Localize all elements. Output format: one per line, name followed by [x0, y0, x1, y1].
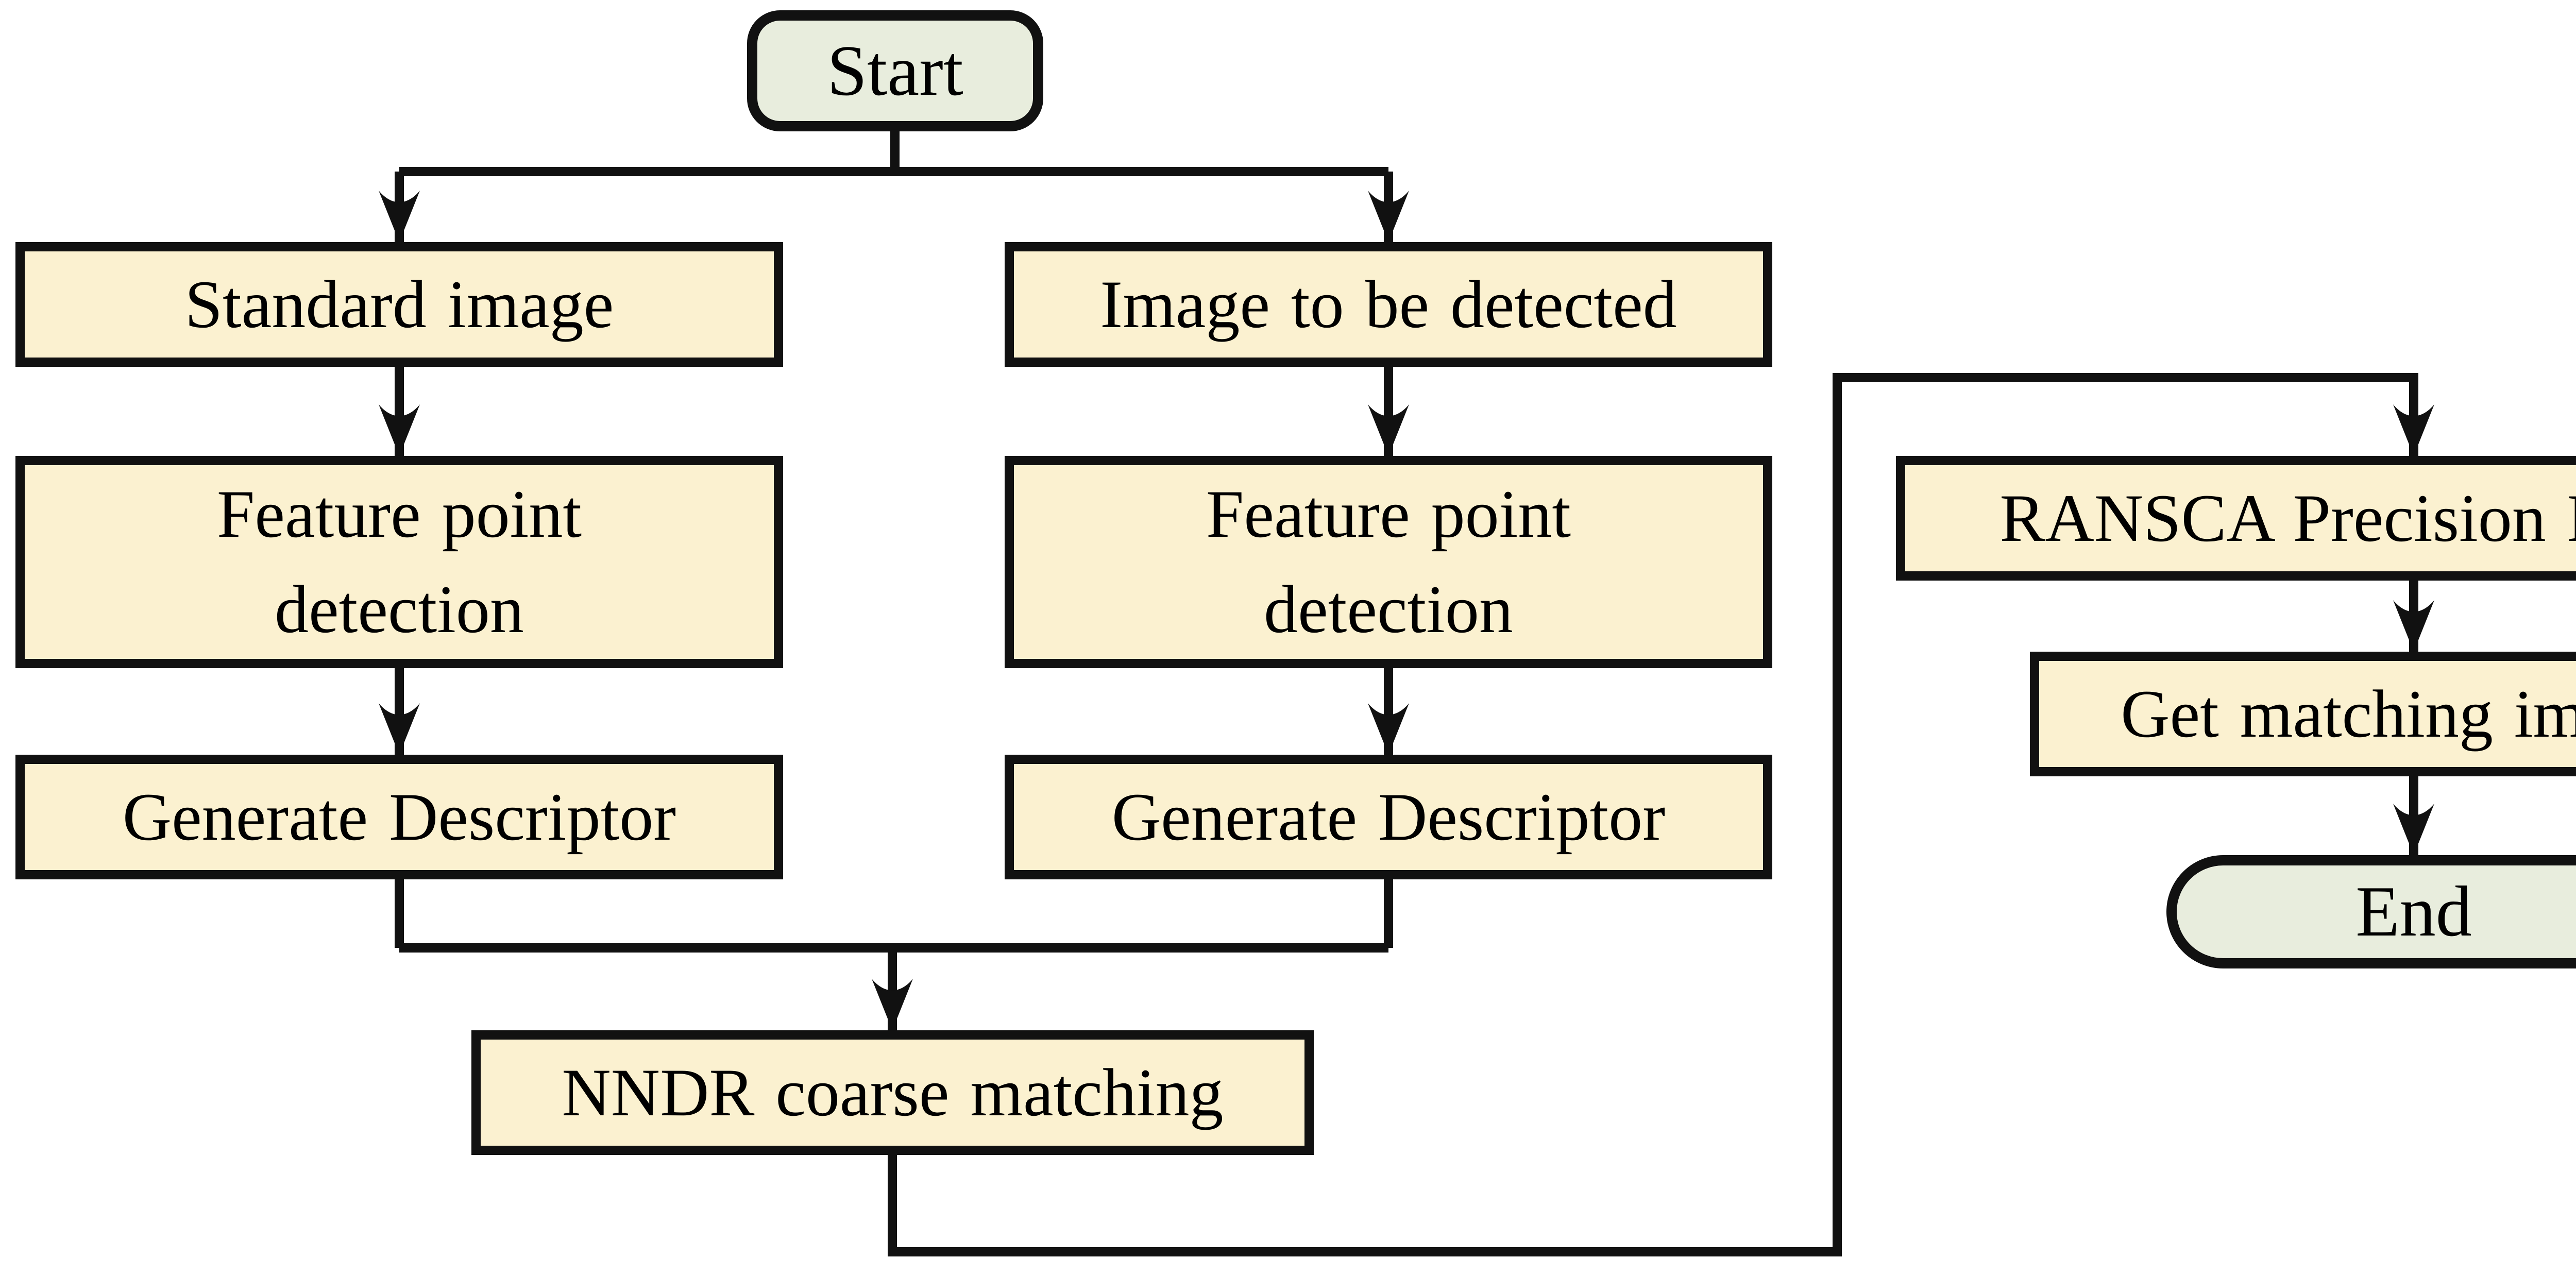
node-image-to-be-detected-label: Image to be detected [1100, 266, 1677, 342]
node-ransca-precision-matching-label: RANSCA Precision Matching [1999, 480, 2576, 556]
node-end: End [2166, 855, 2576, 968]
node-generate-descriptor-right: Generate Descriptor [1005, 755, 1772, 879]
node-feature-point-detection-right-label: Feature point detection [1206, 476, 1571, 647]
node-generate-descriptor-right-label: Generate Descriptor [1111, 778, 1666, 855]
node-standard-image: Standard image [15, 242, 783, 367]
node-standard-image-label: Standard image [184, 266, 614, 342]
node-nndr-coarse-matching-label: NNDR coarse matching [562, 1054, 1224, 1130]
node-feature-point-detection-left: Feature point detection [15, 456, 783, 668]
node-feature-point-detection-right: Feature point detection [1005, 456, 1772, 668]
node-nndr-coarse-matching: NNDR coarse matching [471, 1030, 1314, 1155]
node-ransca-precision-matching: RANSCA Precision Matching [1896, 456, 2576, 581]
node-end-label: End [2355, 872, 2472, 951]
node-get-matching-images: Get matching images [2030, 652, 2576, 776]
node-feature-point-detection-left-label: Feature point detection [216, 476, 582, 647]
node-image-to-be-detected: Image to be detected [1005, 242, 1772, 367]
node-get-matching-images-label: Get matching images [2121, 675, 2576, 752]
node-start-label: Start [827, 30, 963, 111]
node-start: Start [747, 10, 1043, 131]
node-generate-descriptor-left-label: Generate Descriptor [122, 778, 676, 855]
node-generate-descriptor-left: Generate Descriptor [15, 755, 783, 879]
